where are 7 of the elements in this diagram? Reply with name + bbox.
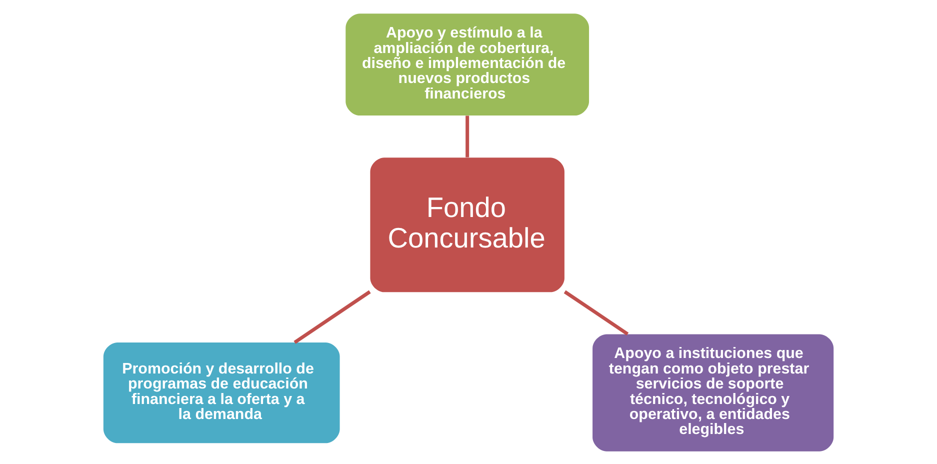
connector bbox=[294, 290, 371, 344]
node-box: Promoción y desarrollo de programas de educación financiera a la oferta y a la demanda bbox=[103, 342, 340, 443]
connector bbox=[466, 115, 470, 157]
connector bbox=[564, 290, 629, 336]
node-box: Fondo Concursable bbox=[370, 157, 564, 292]
node-box: Apoyo a instituciones que tengan como objeto prestar servicios de soporte técnico, tecnológico y operativo, a entidades elegibles bbox=[592, 334, 834, 451]
node-box: Apoyo y estímulo a la ampliación de cobertura, diseño e implementación de nuevos productos financieros bbox=[346, 13, 590, 115]
